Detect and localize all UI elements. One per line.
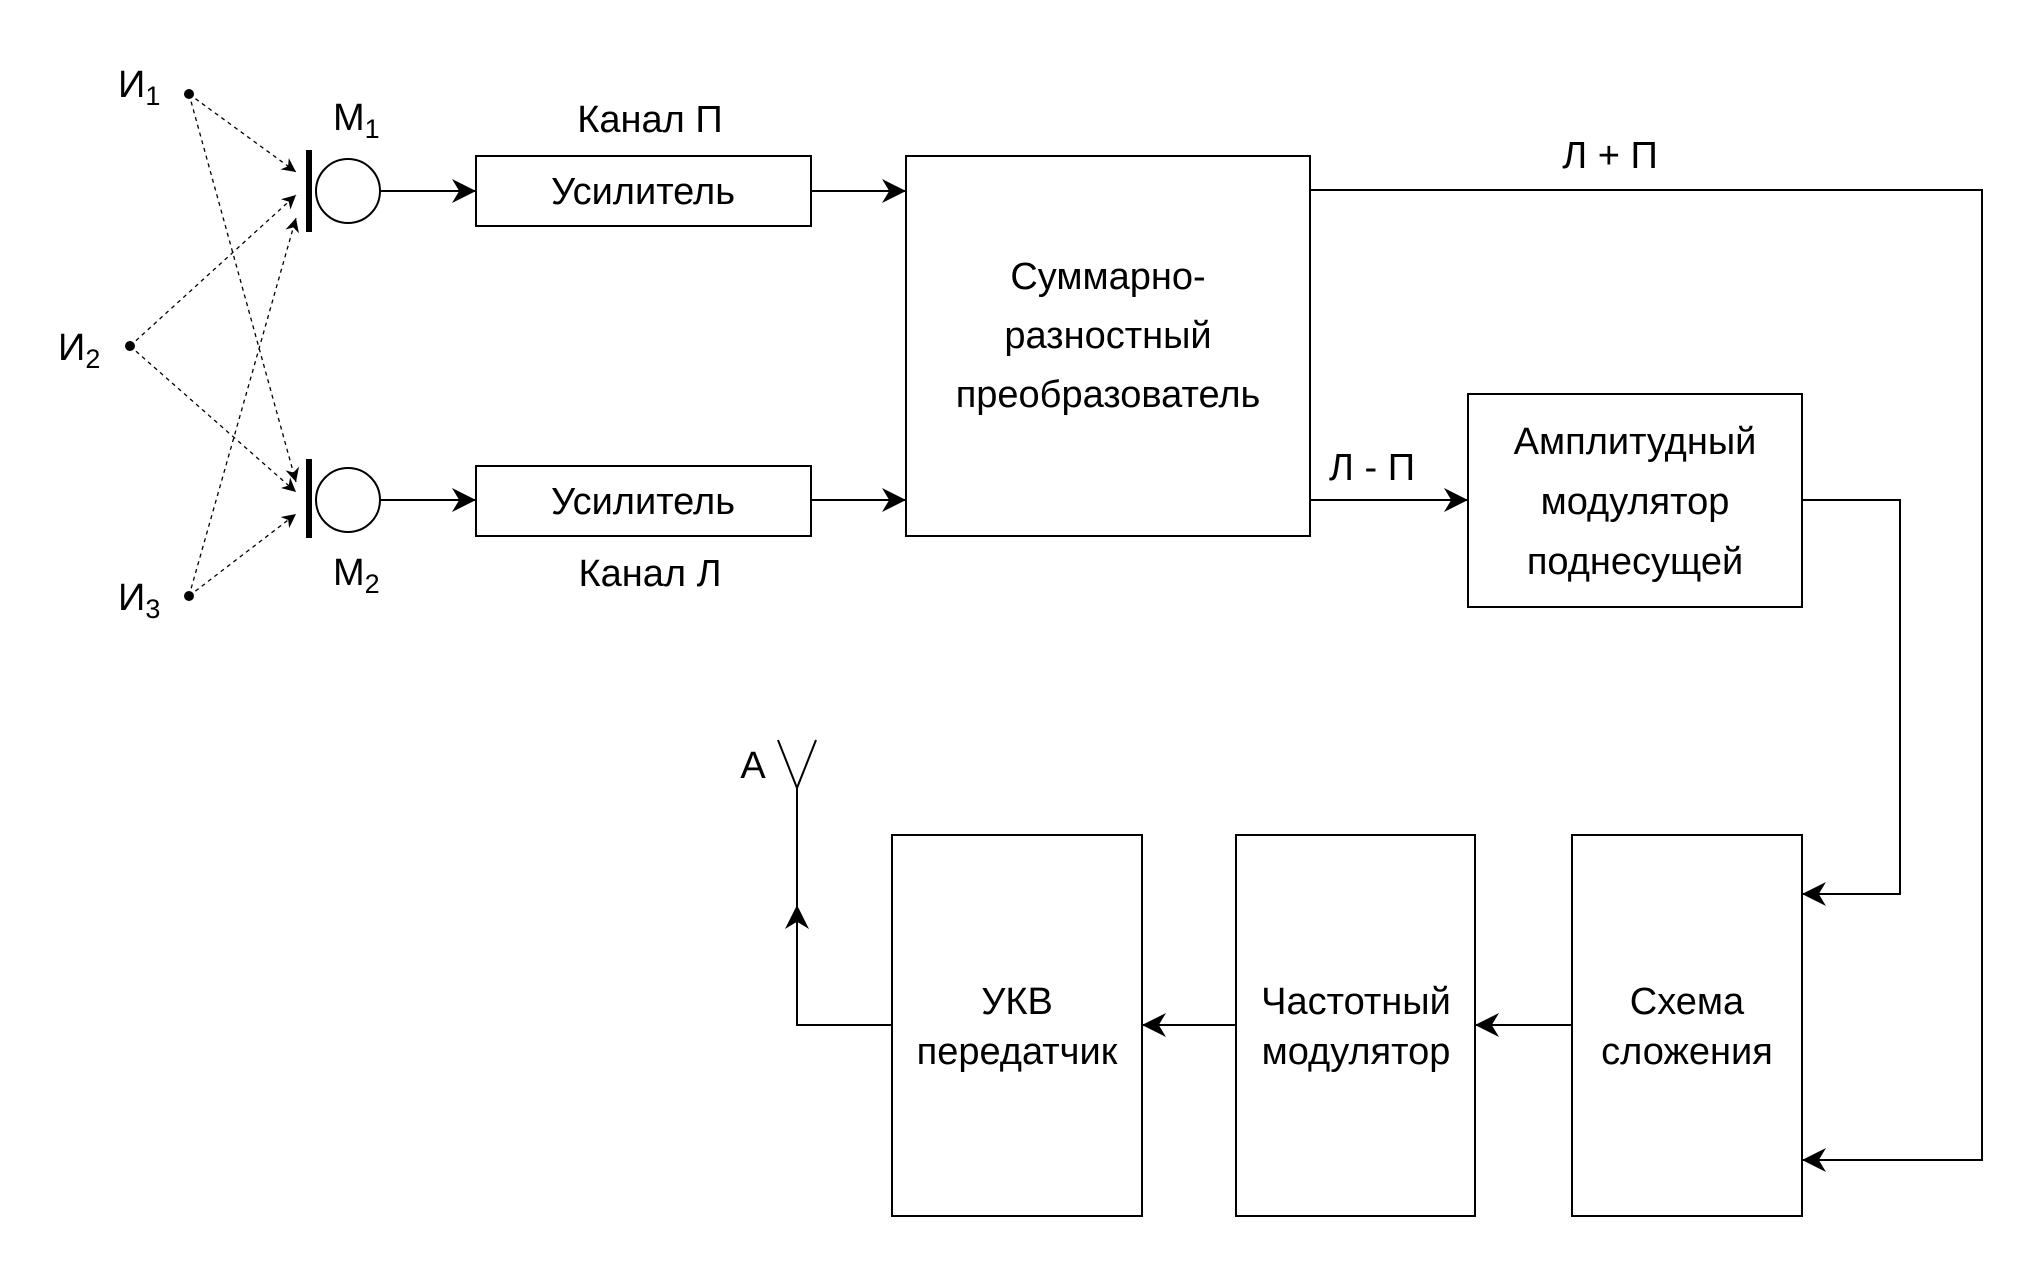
fm-modulator: Частотный модулятор	[1235, 834, 1476, 1217]
microphone-2: М2	[306, 459, 381, 599]
antenna-left-whisker	[777, 739, 798, 789]
microphone-1: М1	[306, 97, 381, 232]
sum-difference-converter: Суммарно- разностный преобразователь	[905, 155, 1311, 537]
fm-modulator-line-1: Частотный	[1261, 981, 1451, 1023]
path-s1-m2	[188, 93, 300, 483]
source-2-label: И2	[58, 327, 100, 374]
converter-line-1: Суммарно-	[1010, 256, 1205, 298]
signal-sum-label: Л + П	[1562, 135, 1658, 177]
line-transmitter-to-antenna	[785, 905, 892, 1026]
fm-modulator-line-2: модулятор	[1262, 1031, 1451, 1073]
transmitter-box	[891, 834, 1143, 1217]
amplifier-bottom-label: Усилитель	[551, 481, 735, 523]
antenna-icon	[777, 739, 817, 789]
converter-line-3: преобразователь	[956, 374, 1261, 416]
am-modulator-line-2: модулятор	[1541, 481, 1730, 523]
amplifier-bottom: Усилитель	[475, 465, 812, 537]
summing-circuit-line-1: Схема	[1630, 981, 1745, 1023]
fm-modulator-box	[1235, 834, 1476, 1217]
path-s2-m1	[129, 194, 297, 347]
source-3: И3	[118, 577, 194, 624]
antenna-label: А	[740, 745, 766, 787]
path-s1-m1	[188, 93, 297, 173]
source-3-label: И3	[118, 577, 160, 624]
am-modulator-line-3: поднесущей	[1527, 541, 1743, 583]
line-am-to-summing	[1802, 499, 1901, 906]
summing-circuit-box	[1571, 834, 1803, 1217]
converter-line-2: разностный	[1004, 315, 1211, 357]
path-s2-m2	[129, 345, 297, 493]
vhf-transmitter: УКВ передатчик	[891, 834, 1143, 1217]
microphone-1-icon	[315, 158, 381, 224]
source-1-label: И1	[118, 64, 160, 111]
microphone-2-icon	[315, 467, 381, 533]
amplifier-top: Усилитель	[475, 155, 812, 227]
channel-right-label: Канал П	[577, 99, 722, 141]
microphone-2-label: М2	[333, 552, 380, 599]
converter-box	[905, 155, 1311, 537]
path-s3-m2	[188, 513, 297, 597]
antenna-right-whisker	[796, 739, 817, 789]
am-modulator-box	[1467, 393, 1803, 608]
amplifier-bottom-box	[475, 465, 812, 537]
path-s3-m1	[188, 217, 299, 597]
am-modulator-line-1: Амплитудный	[1514, 421, 1757, 463]
summing-circuit: Схема сложения	[1571, 834, 1803, 1217]
microphone-1-label: М1	[333, 97, 380, 144]
source-1: И1	[118, 64, 194, 111]
sound-paths	[129, 93, 300, 597]
transmitter-line-2: передатчик	[917, 1031, 1118, 1073]
channel-left-label: Канал Л	[578, 553, 721, 595]
source-2: И2	[58, 327, 135, 374]
amplifier-top-label: Усилитель	[551, 171, 735, 213]
transmitter-line-1: УКВ	[981, 981, 1053, 1023]
signal-diff-label: Л - П	[1329, 447, 1415, 489]
line-sum-signal	[1310, 189, 1983, 1172]
am-subcarrier-modulator: Амплитудный модулятор поднесущей	[1467, 393, 1803, 608]
summing-circuit-line-2: сложения	[1601, 1031, 1773, 1073]
